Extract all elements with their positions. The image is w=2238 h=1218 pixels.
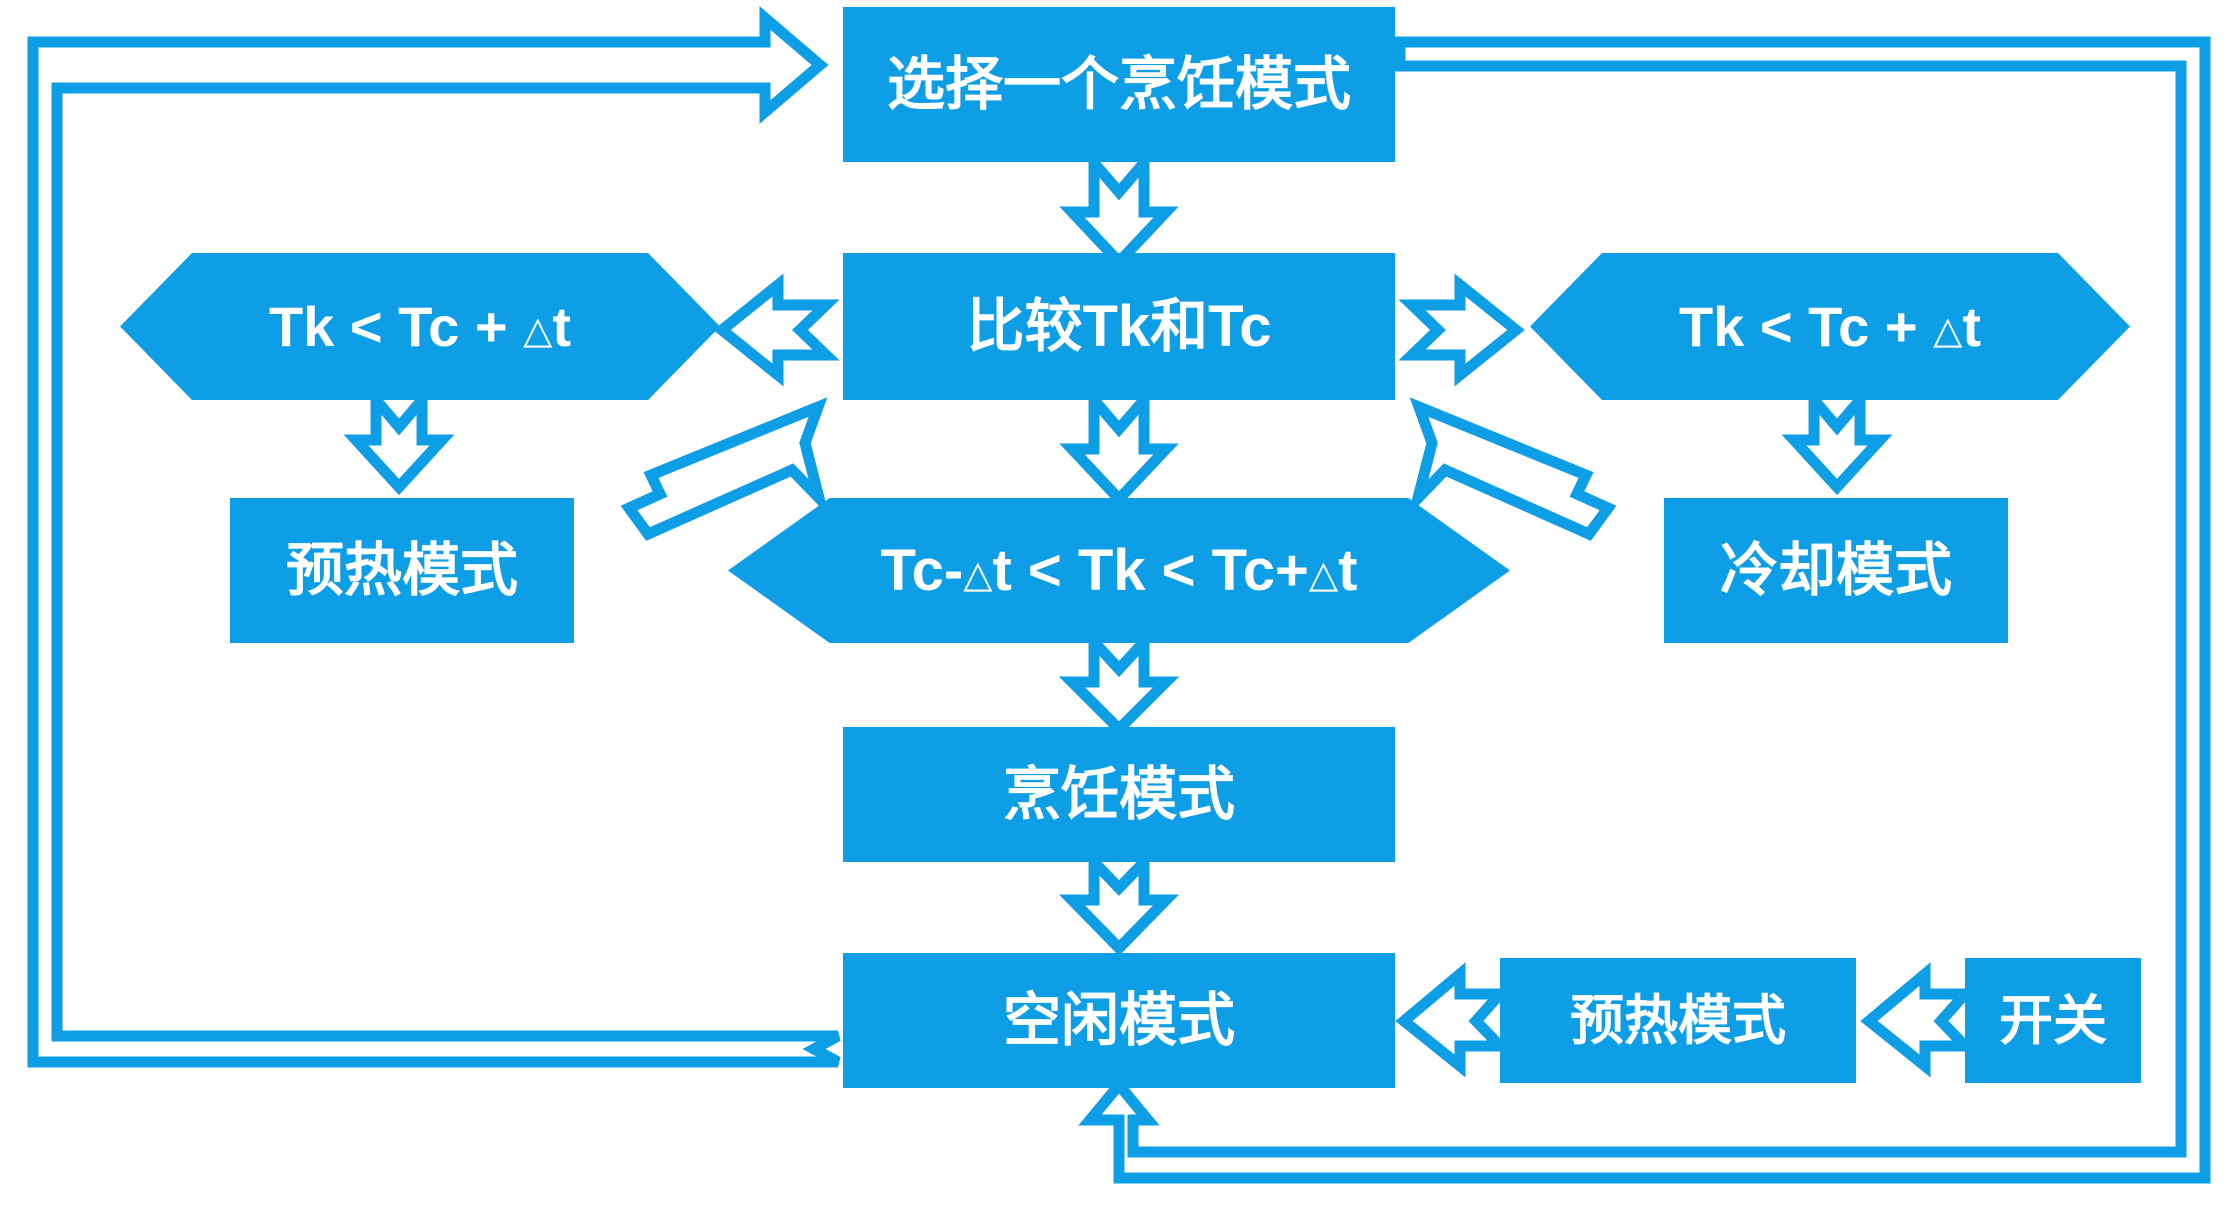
node-preheat-bottom[interactable]: 预热模式 bbox=[1500, 958, 1856, 1083]
loop-idle-to-select-outer bbox=[27, 6, 841, 1068]
arrow-cooling-to-compare-diagonal bbox=[1407, 397, 1617, 541]
node-preheat-left-label: 预热模式 bbox=[285, 537, 518, 603]
arrow-cooking-to-idle bbox=[1058, 848, 1180, 956]
node-condition-middle[interactable]: Tc-△t < Tk < Tc+△t bbox=[728, 498, 1510, 643]
node-condition-middle-label: Tc-△t < Tk < Tc+△t bbox=[880, 537, 1358, 603]
node-idle-label: 空闲模式 bbox=[1002, 987, 1235, 1053]
arrow-cond-middle-to-cooking bbox=[1058, 627, 1180, 737]
delta-triangle-icon: △ bbox=[963, 553, 993, 596]
arrow-preheat-bottom-to-idle bbox=[1395, 962, 1513, 1078]
node-power-switch[interactable]: 开关 bbox=[1965, 958, 2141, 1083]
node-compare-label: 比较Tk和Tc bbox=[966, 293, 1272, 359]
delta-triangle-icon: △ bbox=[1933, 309, 1963, 352]
arrow-select-to-compare bbox=[1059, 148, 1179, 271]
node-cooking[interactable]: 烹饪模式 bbox=[843, 727, 1395, 862]
node-power-switch-label: 开关 bbox=[1999, 990, 2107, 1051]
node-condition-left-label: Tk < Tc + △t bbox=[268, 294, 572, 358]
node-select-mode-label: 选择一个烹饪模式 bbox=[886, 51, 1351, 117]
node-idle[interactable]: 空闲模式 bbox=[843, 953, 1395, 1088]
node-condition-right-label: Tk < Tc + △t bbox=[1678, 294, 1982, 358]
node-select-mode[interactable]: 选择一个烹饪模式 bbox=[843, 7, 1395, 162]
arrow-compare-to-cond-left bbox=[713, 273, 840, 387]
arrow-cond-right-to-cooling bbox=[1781, 385, 1893, 496]
arrow-cond-left-to-preheat bbox=[343, 385, 455, 496]
delta-triangle-icon: △ bbox=[523, 309, 553, 352]
node-cooling-right-label: 冷却模式 bbox=[1719, 537, 1952, 603]
node-condition-right[interactable]: Tk < Tc + △t bbox=[1530, 253, 2130, 400]
delta-triangle-icon: △ bbox=[1308, 553, 1339, 596]
arrow-preheat-to-compare-diagonal bbox=[620, 397, 830, 541]
node-cooking-label: 烹饪模式 bbox=[1002, 761, 1235, 827]
node-condition-left[interactable]: Tk < Tc + △t bbox=[120, 253, 720, 400]
loop-select-to-idle-right bbox=[1078, 36, 2211, 1184]
node-preheat-bottom-label: 预热模式 bbox=[1570, 990, 1786, 1051]
arrow-switch-to-preheat-bottom bbox=[1860, 962, 1978, 1078]
node-cooling-right[interactable]: 冷却模式 bbox=[1664, 498, 2008, 643]
node-preheat-left[interactable]: 预热模式 bbox=[230, 498, 574, 643]
arrow-compare-to-cond-right bbox=[1398, 273, 1525, 387]
node-compare[interactable]: 比较Tk和Tc bbox=[843, 253, 1395, 400]
arrow-compare-to-cond-middle bbox=[1059, 385, 1179, 508]
